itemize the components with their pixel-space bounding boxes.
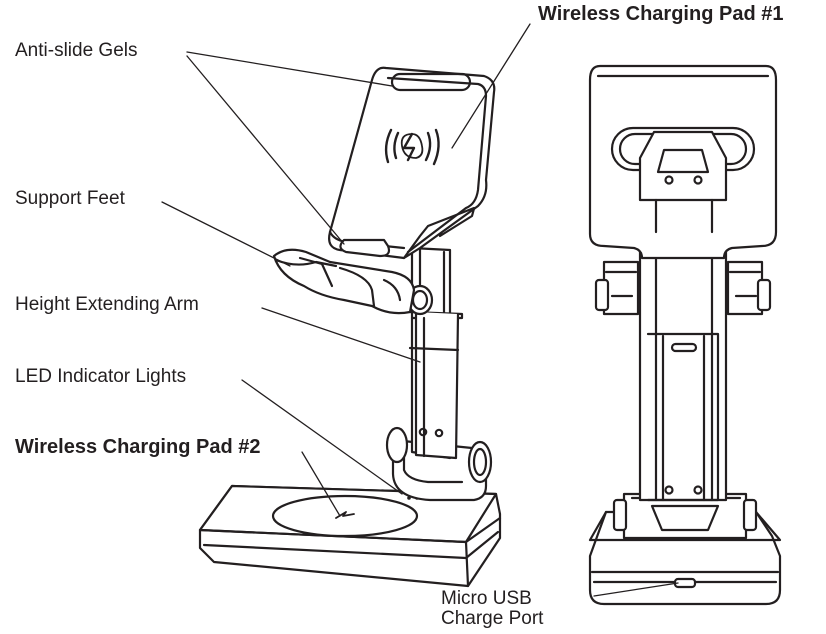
height-extending-arm (408, 246, 464, 460)
leader-anti-slide-top (186, 51, 393, 87)
leader-support-feet (161, 201, 291, 267)
wireless-pad-2 (271, 494, 419, 538)
label-led-indicator-lights: LED Indicator Lights (15, 366, 187, 387)
phone-holder (328, 66, 496, 260)
label-micro-usb: Micro USB (441, 588, 532, 609)
top-anti-slide-gel (390, 72, 472, 92)
leader-anti-slide-bottom (186, 55, 345, 245)
front-phone-holder (588, 64, 778, 260)
front-support-feet (594, 260, 772, 316)
leader-pad2 (301, 451, 341, 517)
leader-lines (161, 23, 679, 597)
wireless-charging-icon (384, 128, 440, 166)
support-feet (272, 248, 416, 315)
label-wireless-charging-pad-1: Wireless Charging Pad #1 (538, 3, 784, 25)
front-view-stand (588, 64, 782, 606)
leader-pad1 (451, 23, 531, 149)
front-extending-arm (638, 228, 728, 502)
label-support-feet: Support Feet (15, 188, 125, 209)
label-wireless-charging-pad-2: Wireless Charging Pad #2 (15, 436, 261, 458)
leader-usb (593, 582, 679, 597)
label-charge-port: Charge Port (441, 608, 544, 629)
leader-led (241, 379, 403, 495)
label-anti-slide-gels: Anti-slide Gels (15, 40, 138, 61)
leader-height-arm (261, 307, 421, 363)
side-view-stand (198, 66, 502, 588)
bottom-anti-slide-gel (339, 238, 391, 258)
label-height-extending-arm: Height Extending Arm (15, 294, 199, 315)
